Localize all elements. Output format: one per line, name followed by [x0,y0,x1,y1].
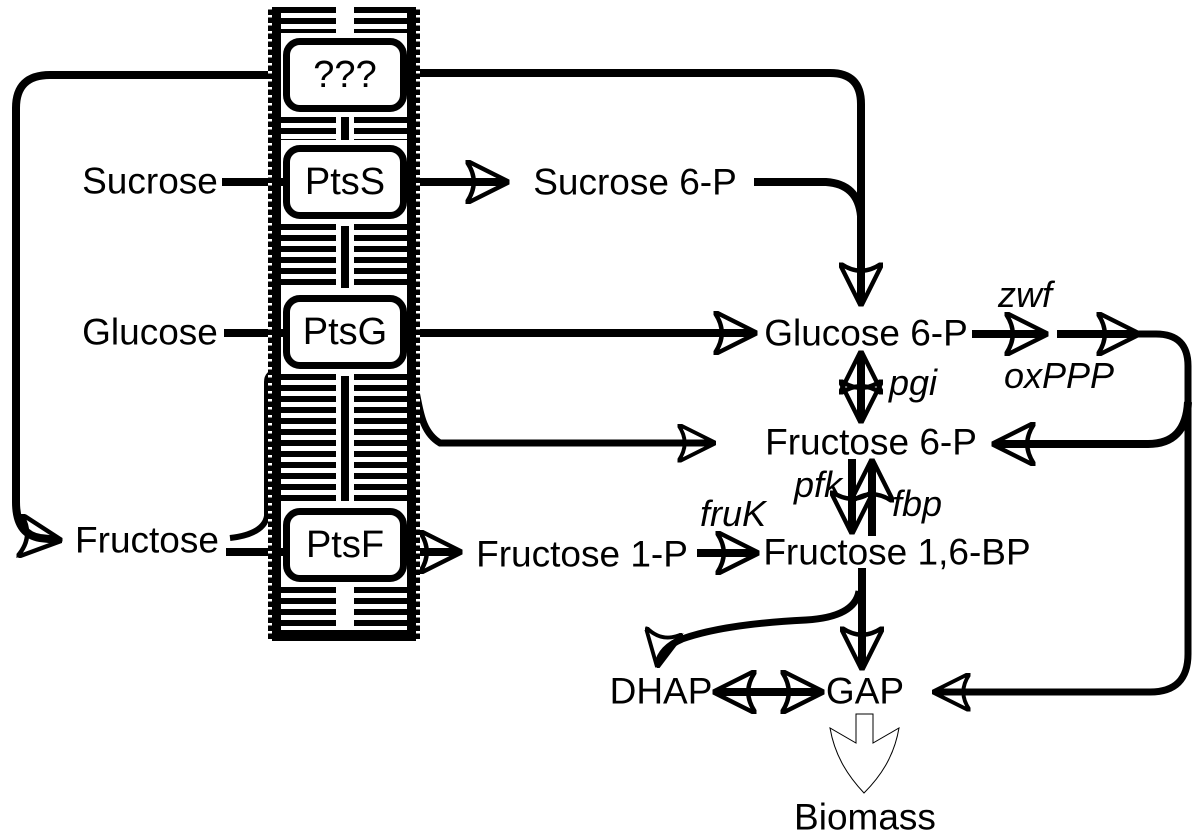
transporter-box-ptsf: PtsF [283,508,407,582]
label-glucose: Glucose [82,311,218,353]
label-fructose-1p: Fructose 1-P [476,533,688,575]
arrow-unknown-transporter-to-fructose [12,71,281,540]
label-gap: GAP [825,670,905,712]
biomass-arrow [829,713,900,794]
transporter-label-ptss: PtsS [304,161,386,203]
transporter-box-unknown: ??? [283,38,407,112]
membrane-center-tick-2 [341,226,349,288]
arrow-oxppp-return-to-fructose6p [996,401,1192,444]
label-dhap: DHAP [609,670,713,712]
membrane-center-tick-3 [341,376,349,501]
label-glucose-6p: Glucose 6-P [764,312,968,354]
transporter-label-ptsg: PtsG [302,311,388,353]
label-fructose-16bp: Fructose 1,6-BP [763,531,1031,573]
line-unknown-transporter-to-glucose6p [409,69,861,302]
transporter-label-unknown: ??? [313,54,377,96]
label-biomass: Biomass [794,796,936,836]
membrane-center-tick-1 [341,117,349,140]
label-fructose: Fructose [75,519,219,561]
membrane-edge-right [407,7,420,641]
arrow-ptsg-to-fructose6p [410,383,712,443]
gene-label-zwf: zwf [998,274,1052,315]
transporter-box-ptsg: PtsG [283,295,407,369]
line-sucrose6p-to-glucose6p [754,178,865,217]
transporter-box-ptss: PtsS [283,145,407,219]
label-sucrose-6p: Sucrose 6-P [533,161,737,203]
membrane-edge-left [268,7,281,641]
label-fructose-6p: Fructose 6-P [765,421,977,463]
label-sucrose: Sucrose [82,160,218,202]
arrow-fructose16bp-to-dhap [658,590,863,664]
gene-label-fbp: fbp [891,483,943,524]
gene-label-oxppp: oxPPP [1003,355,1115,396]
transporter-label-ptsf: PtsF [305,524,385,566]
membrane-bottom-bar [281,630,407,641]
gene-label-pgi: pgi [888,362,938,403]
gene-label-fruk: fruK [699,493,767,534]
arrow-oxppp-loop-to-gap [936,330,1192,692]
gene-label-pfk: pfk [793,464,843,505]
